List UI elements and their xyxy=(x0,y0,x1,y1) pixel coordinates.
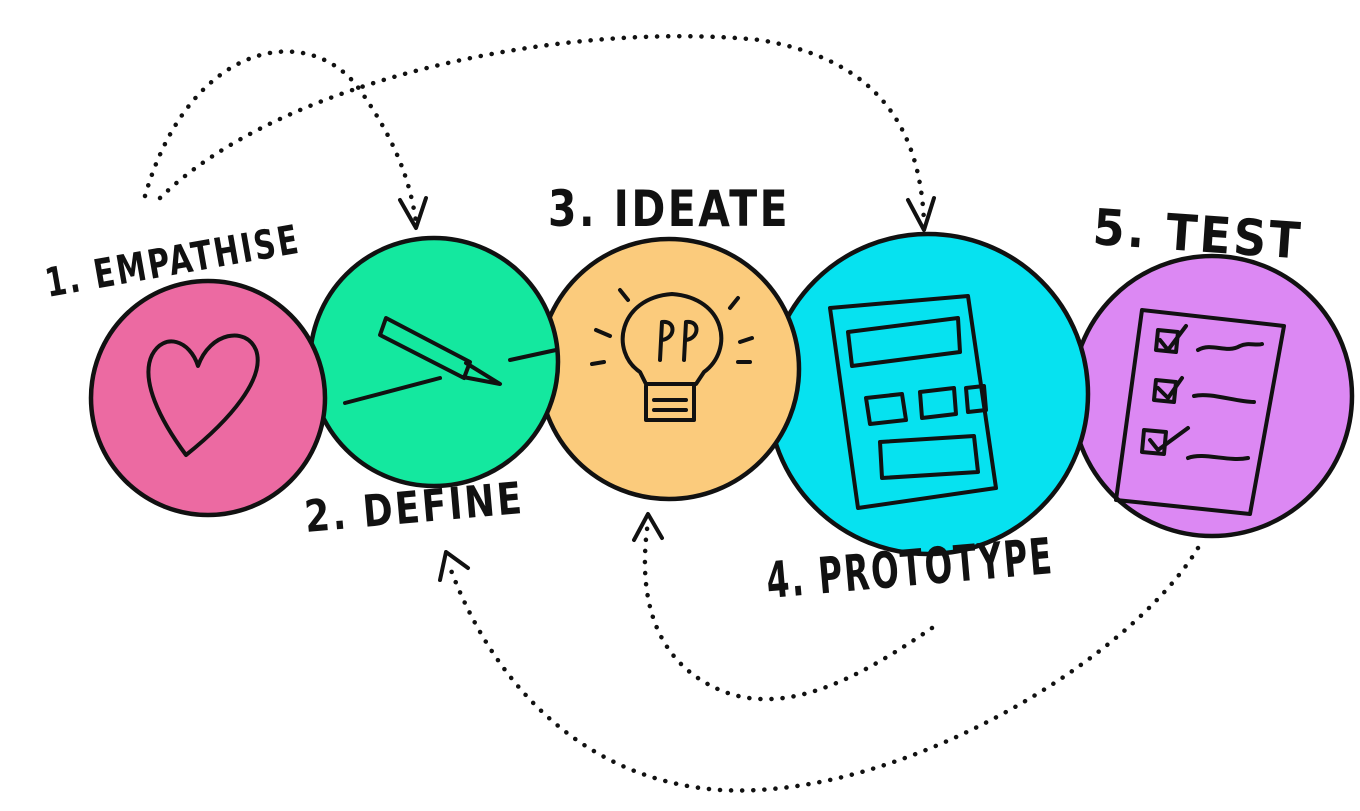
wireframe-icon xyxy=(828,294,998,510)
stage-empathise xyxy=(88,278,328,518)
heart-icon xyxy=(146,333,260,457)
stage-circle-prototype xyxy=(765,231,1091,557)
flow-empathise-to-prototype xyxy=(157,33,936,232)
stage-label-prototype: 4. PROTOTYPE xyxy=(764,527,1056,610)
flow-empathise-to-define xyxy=(142,49,428,230)
stage-circle-empathise xyxy=(88,278,328,518)
stage-label-define: 2. DEFINE xyxy=(303,473,527,543)
checklist-icon xyxy=(1114,308,1286,516)
flow-test-to-define xyxy=(438,545,1201,793)
stage-prototype xyxy=(765,231,1091,557)
flow-prototype-to-ideate xyxy=(632,512,935,702)
lightbulb-icon xyxy=(590,288,754,422)
stage-ideate xyxy=(536,236,802,502)
stage-label-ideate: 3. IDEATE xyxy=(548,180,790,238)
stage-circle-ideate xyxy=(536,236,802,502)
pencil-icon xyxy=(343,316,558,405)
stage-label-test: 5. TEST xyxy=(1091,198,1305,271)
